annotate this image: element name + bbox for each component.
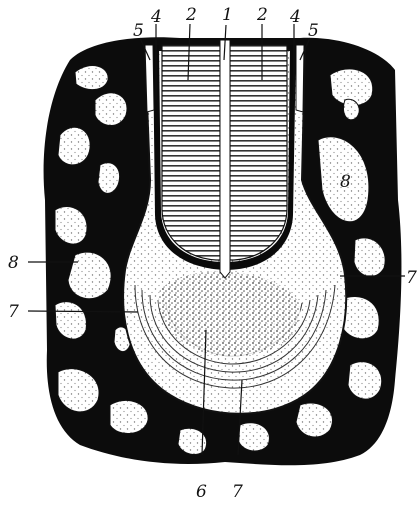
central-canal: [220, 40, 230, 278]
label-2-right: 2: [256, 5, 268, 25]
marrow-space: [75, 66, 108, 90]
label-2-left: 2: [185, 5, 197, 25]
label-5-left: 5: [133, 21, 144, 41]
marrow-space: [348, 362, 382, 399]
gap-left: [145, 45, 154, 112]
label-4-right: 4: [289, 7, 301, 27]
label-8-left: 8: [8, 253, 19, 273]
marrow-space: [110, 400, 148, 433]
label-5-right: 5: [308, 21, 319, 41]
marrow-space: [95, 93, 127, 126]
label-7-bottom: 7: [232, 482, 243, 502]
label-4-left: 4: [150, 7, 162, 27]
label-1: 1: [222, 5, 233, 25]
striped-column-right: [230, 45, 287, 260]
marrow-space: [58, 127, 90, 165]
striped-column-left: [162, 45, 220, 260]
label-7-right: 7: [406, 268, 417, 288]
marrow-space: [68, 252, 111, 299]
label-7-left: 7: [8, 302, 19, 322]
label-6: 6: [196, 482, 207, 502]
marrow-space: [296, 403, 333, 437]
label-8-right: 8: [340, 172, 351, 192]
marrow-space: [98, 163, 120, 194]
